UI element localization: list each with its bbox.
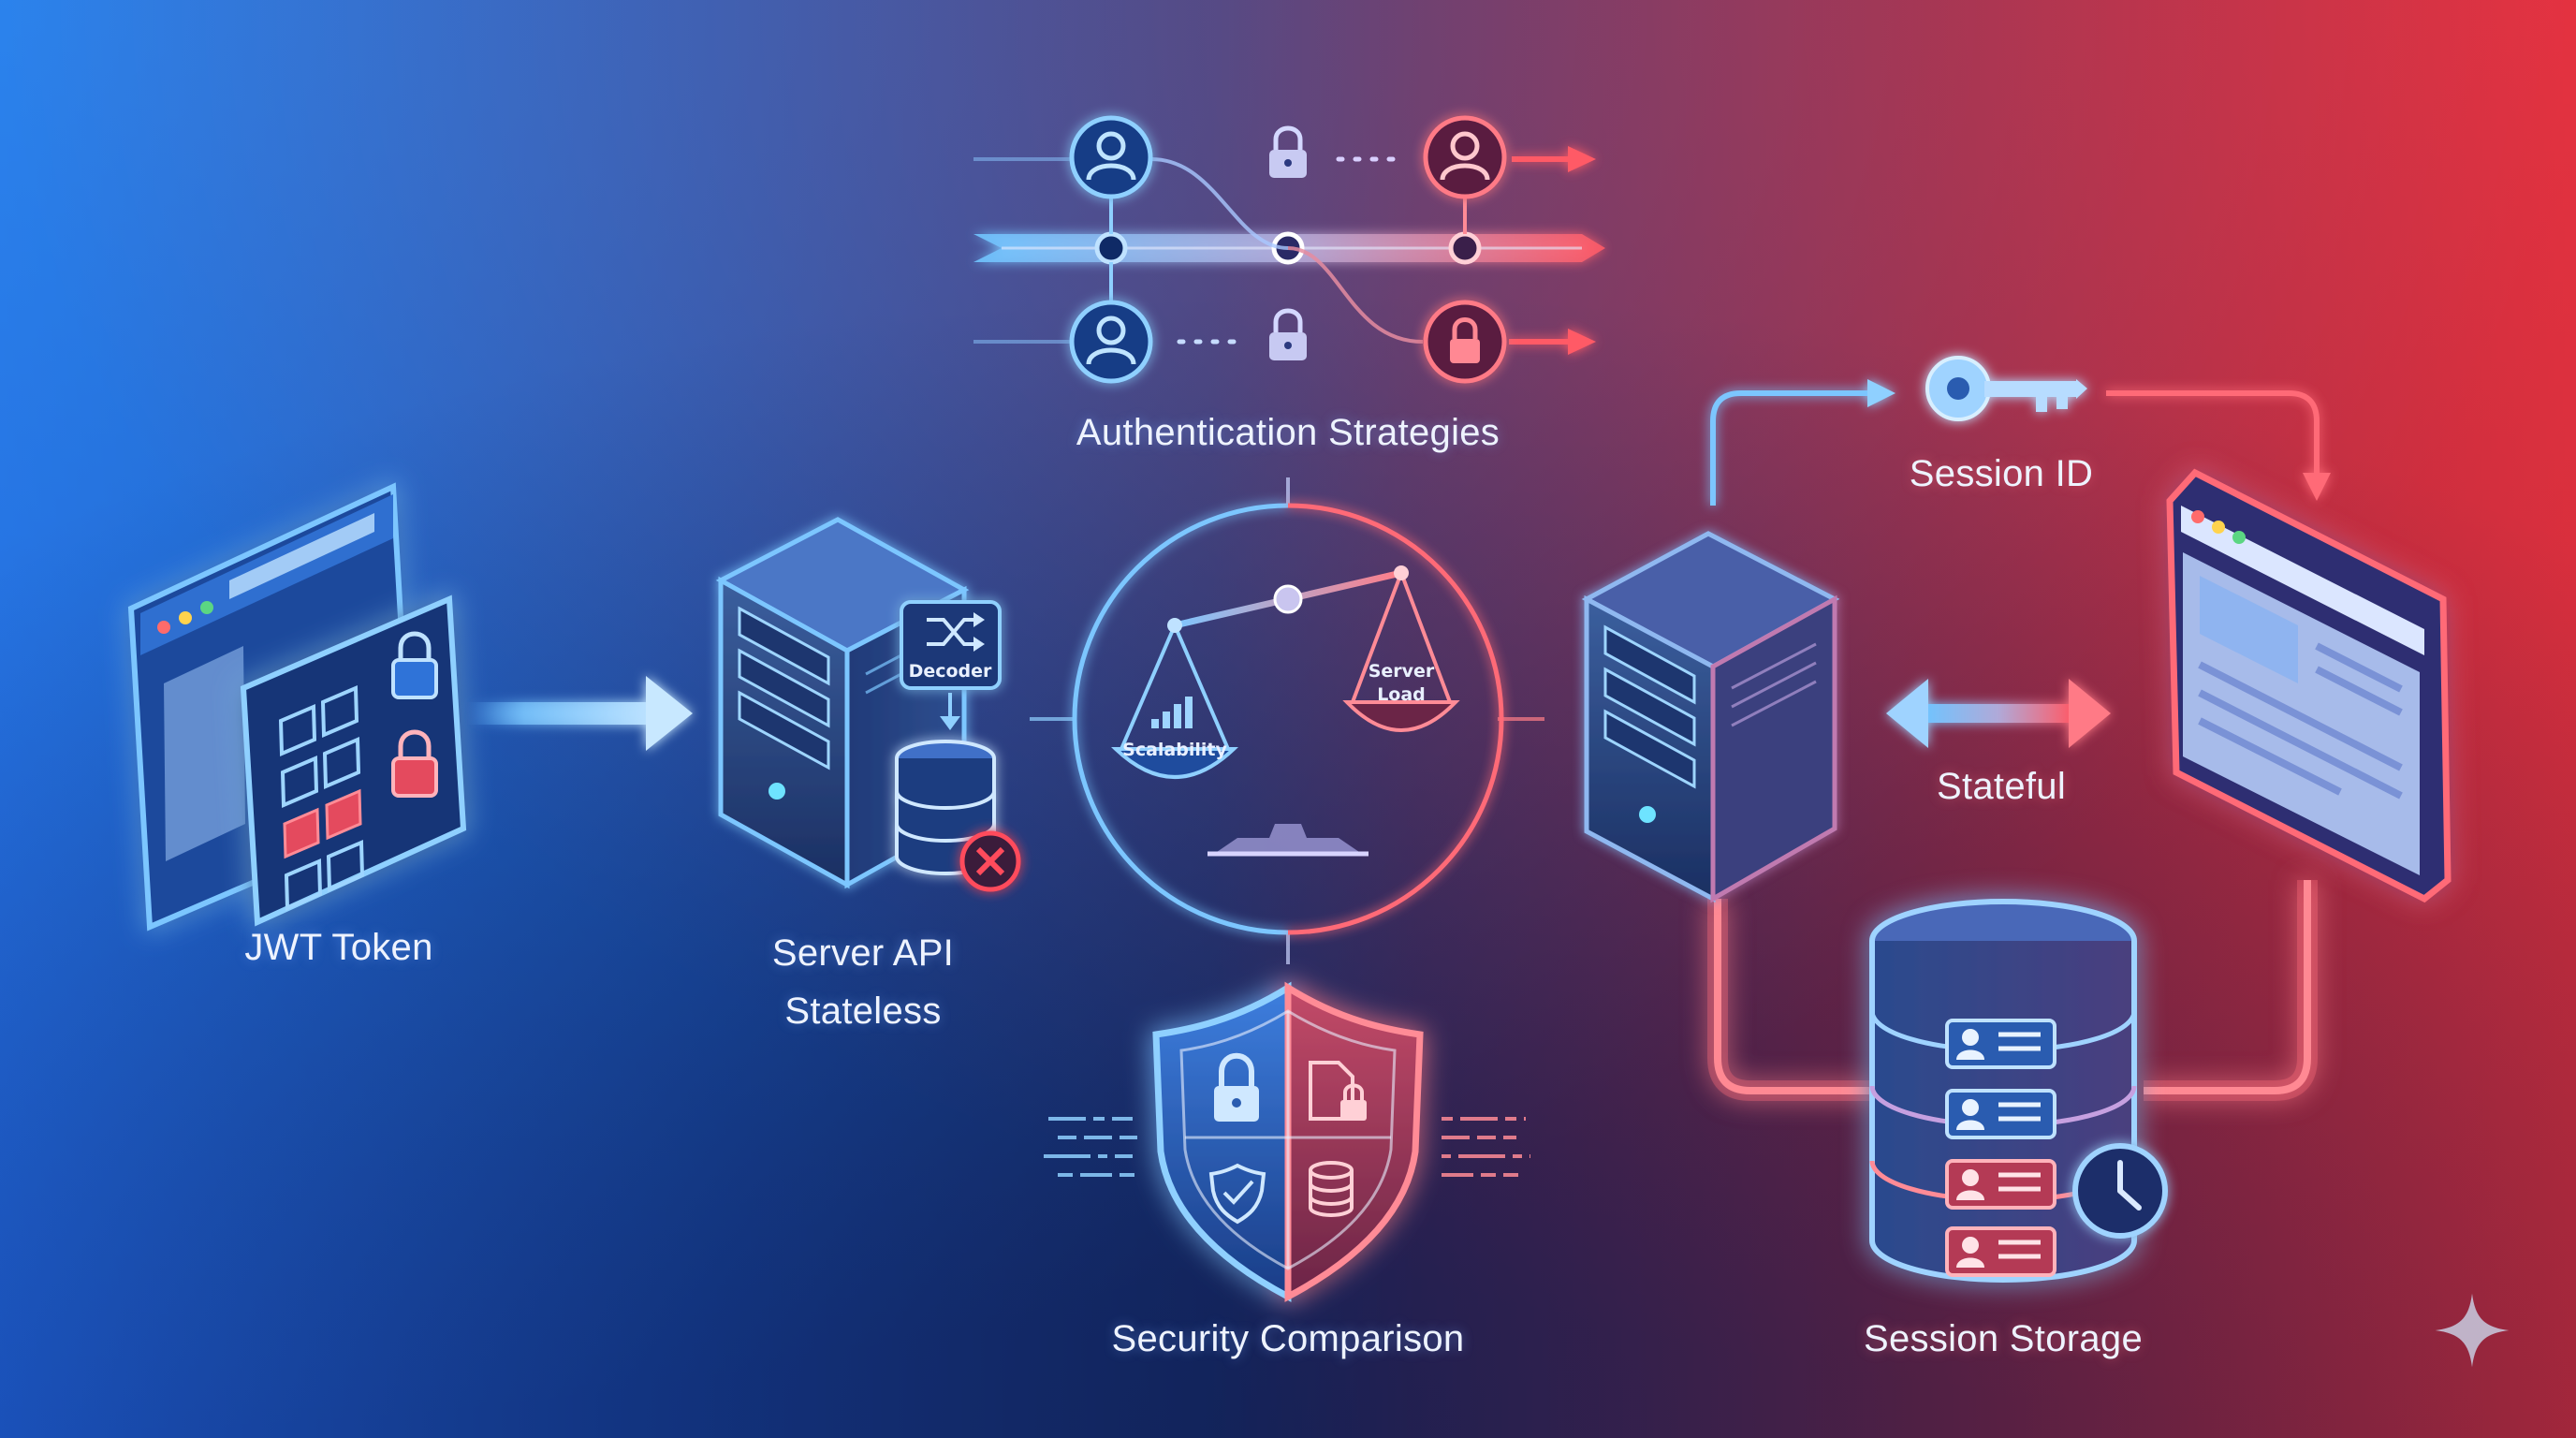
auth-strategies-title: Authentication Strategies — [1076, 412, 1500, 453]
server-load-label-line1: Server — [1368, 661, 1435, 682]
lock-icon — [1269, 308, 1307, 360]
server-icon — [1581, 531, 1840, 903]
user-icon — [1069, 115, 1153, 199]
error-x-icon — [959, 830, 1021, 892]
session-storage-label: Session Storage — [1863, 1318, 2144, 1359]
user-card-icon — [1945, 1019, 2056, 1069]
scalability-label: Scalability — [1122, 740, 1227, 760]
session-id-flow — [1710, 379, 2331, 506]
document-lock-icon — [1309, 1061, 1367, 1121]
stateless-label: Stateless — [784, 990, 942, 1032]
database-icon — [1309, 1161, 1354, 1217]
shuffle-icon — [927, 612, 985, 652]
lock-icon — [391, 631, 438, 699]
sparkle-icon — [2435, 1293, 2510, 1368]
session-id-label: Session ID — [1909, 453, 2094, 494]
jwt-token-label: JWT Token — [244, 927, 433, 968]
user-card-icon — [1945, 1159, 2056, 1210]
server-load-label-line2: Load — [1377, 684, 1426, 705]
timeline-node — [1094, 231, 1128, 265]
user-card-icon — [1945, 1226, 2056, 1277]
user-icon — [1069, 300, 1153, 384]
auth-strategies-flow — [973, 115, 1605, 384]
clock-icon — [2072, 1143, 2168, 1239]
lock-icon — [1269, 125, 1307, 178]
decoder-box: Decoder — [900, 600, 1002, 730]
arrow-right-icon — [468, 676, 693, 751]
security-comparison-label: Security Comparison — [1111, 1318, 1465, 1359]
session-storage-database — [1869, 899, 2137, 1283]
key-icon — [1925, 356, 2087, 421]
lock-icon — [391, 729, 438, 798]
server-api-label: Server API Stateless — [772, 924, 954, 1040]
browser-window-icon — [2166, 468, 2452, 903]
balance-scale-icon: Scalability Server Load — [1030, 477, 1544, 964]
stateful-label: Stateful — [1936, 766, 2067, 807]
user-icon — [1423, 115, 1507, 199]
lock-icon — [1423, 300, 1507, 384]
jwt-token-icon — [127, 482, 467, 932]
timeline-node — [1448, 231, 1482, 265]
server-api-label-line1: Server API — [771, 932, 955, 974]
bar-chart-icon — [1151, 697, 1193, 728]
arrow-right-icon — [1509, 329, 1596, 355]
session-pipe — [1707, 880, 2318, 1101]
token-keypad — [278, 685, 365, 911]
check-shield-icon — [1208, 1163, 1266, 1225]
user-card-icon — [1945, 1089, 2056, 1139]
shield-icon — [1044, 981, 1530, 1302]
arrow-right-icon — [1512, 146, 1596, 172]
double-arrow-icon — [1886, 679, 2111, 748]
lock-icon — [1214, 1052, 1259, 1122]
decoder-label: Decoder — [909, 661, 992, 682]
